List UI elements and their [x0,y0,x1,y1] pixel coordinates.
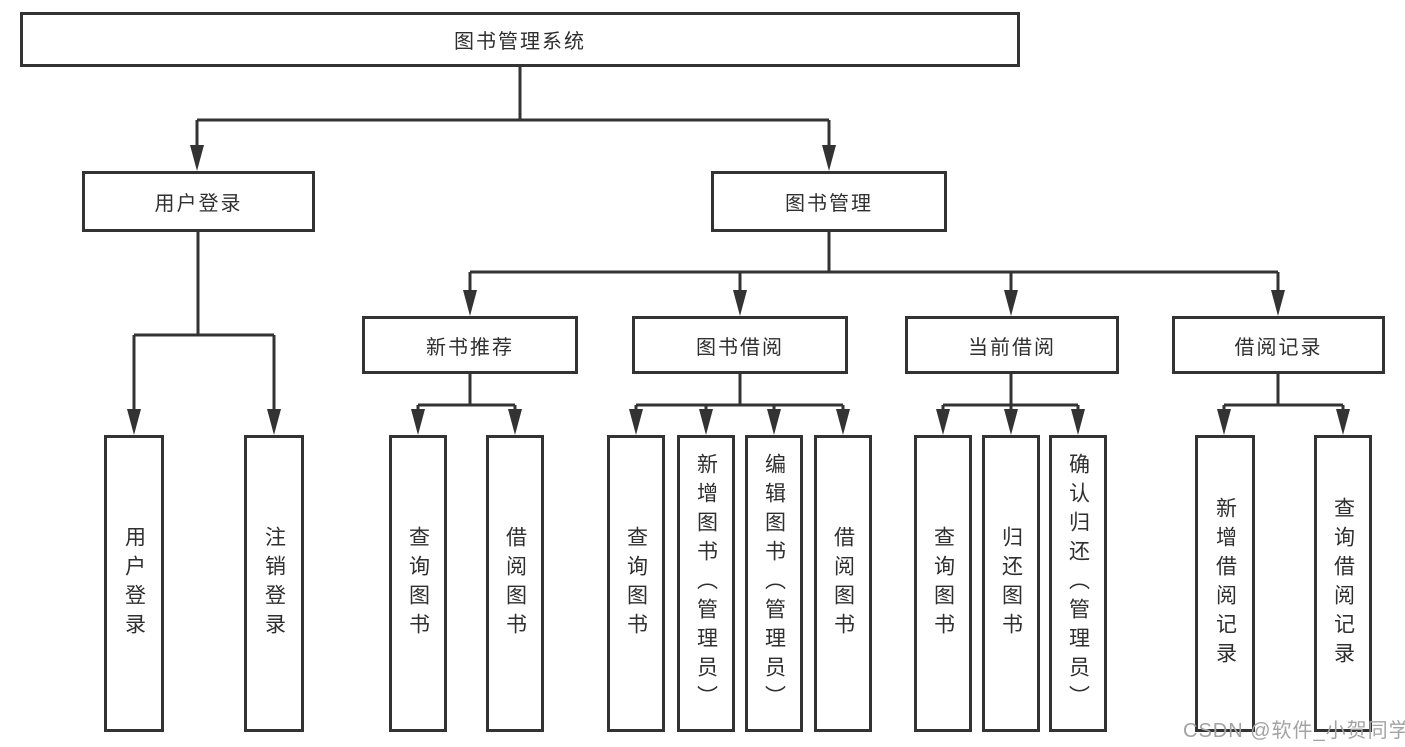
node-leaf-user-login: 用户登录 [104,435,164,732]
node-user-login-group: 用户登录 [82,171,315,232]
node-leaf-logout: 注销登录 [244,435,304,732]
node-leaf-borrow-book-1: 借阅图书 [486,435,544,732]
node-borrow-records: 借阅记录 [1172,316,1385,374]
node-leaf-query-book-1: 查询图书 [389,435,447,732]
node-leaf-query-book-3: 查询图书 [914,435,972,732]
arrowhead-icons [127,145,1350,435]
node-leaf-edit-book-admin: 编辑图书（管理员） [745,435,803,732]
node-leaf-borrow-book-2: 借阅图书 [814,435,872,732]
node-new-book-recommend: 新书推荐 [362,316,578,374]
node-book-borrow: 图书借阅 [632,316,848,374]
node-leaf-query-book-2: 查询图书 [607,435,665,732]
node-book-management: 图书管理 [711,171,947,232]
node-leaf-query-borrow-record: 查询借阅记录 [1314,435,1372,732]
node-leaf-return-book: 归还图书 [982,435,1040,732]
node-library-management-system: 图书管理系统 [20,12,1020,67]
node-leaf-add-borrow-record: 新增借阅记录 [1195,435,1255,732]
csdn-watermark: CSDN @软件_小贺同学 [1183,720,1405,742]
node-leaf-confirm-return-admin: 确认归还（管理员） [1049,435,1107,732]
node-current-borrow: 当前借阅 [905,316,1119,374]
node-leaf-add-book-admin: 新增图书（管理员） [677,435,735,732]
